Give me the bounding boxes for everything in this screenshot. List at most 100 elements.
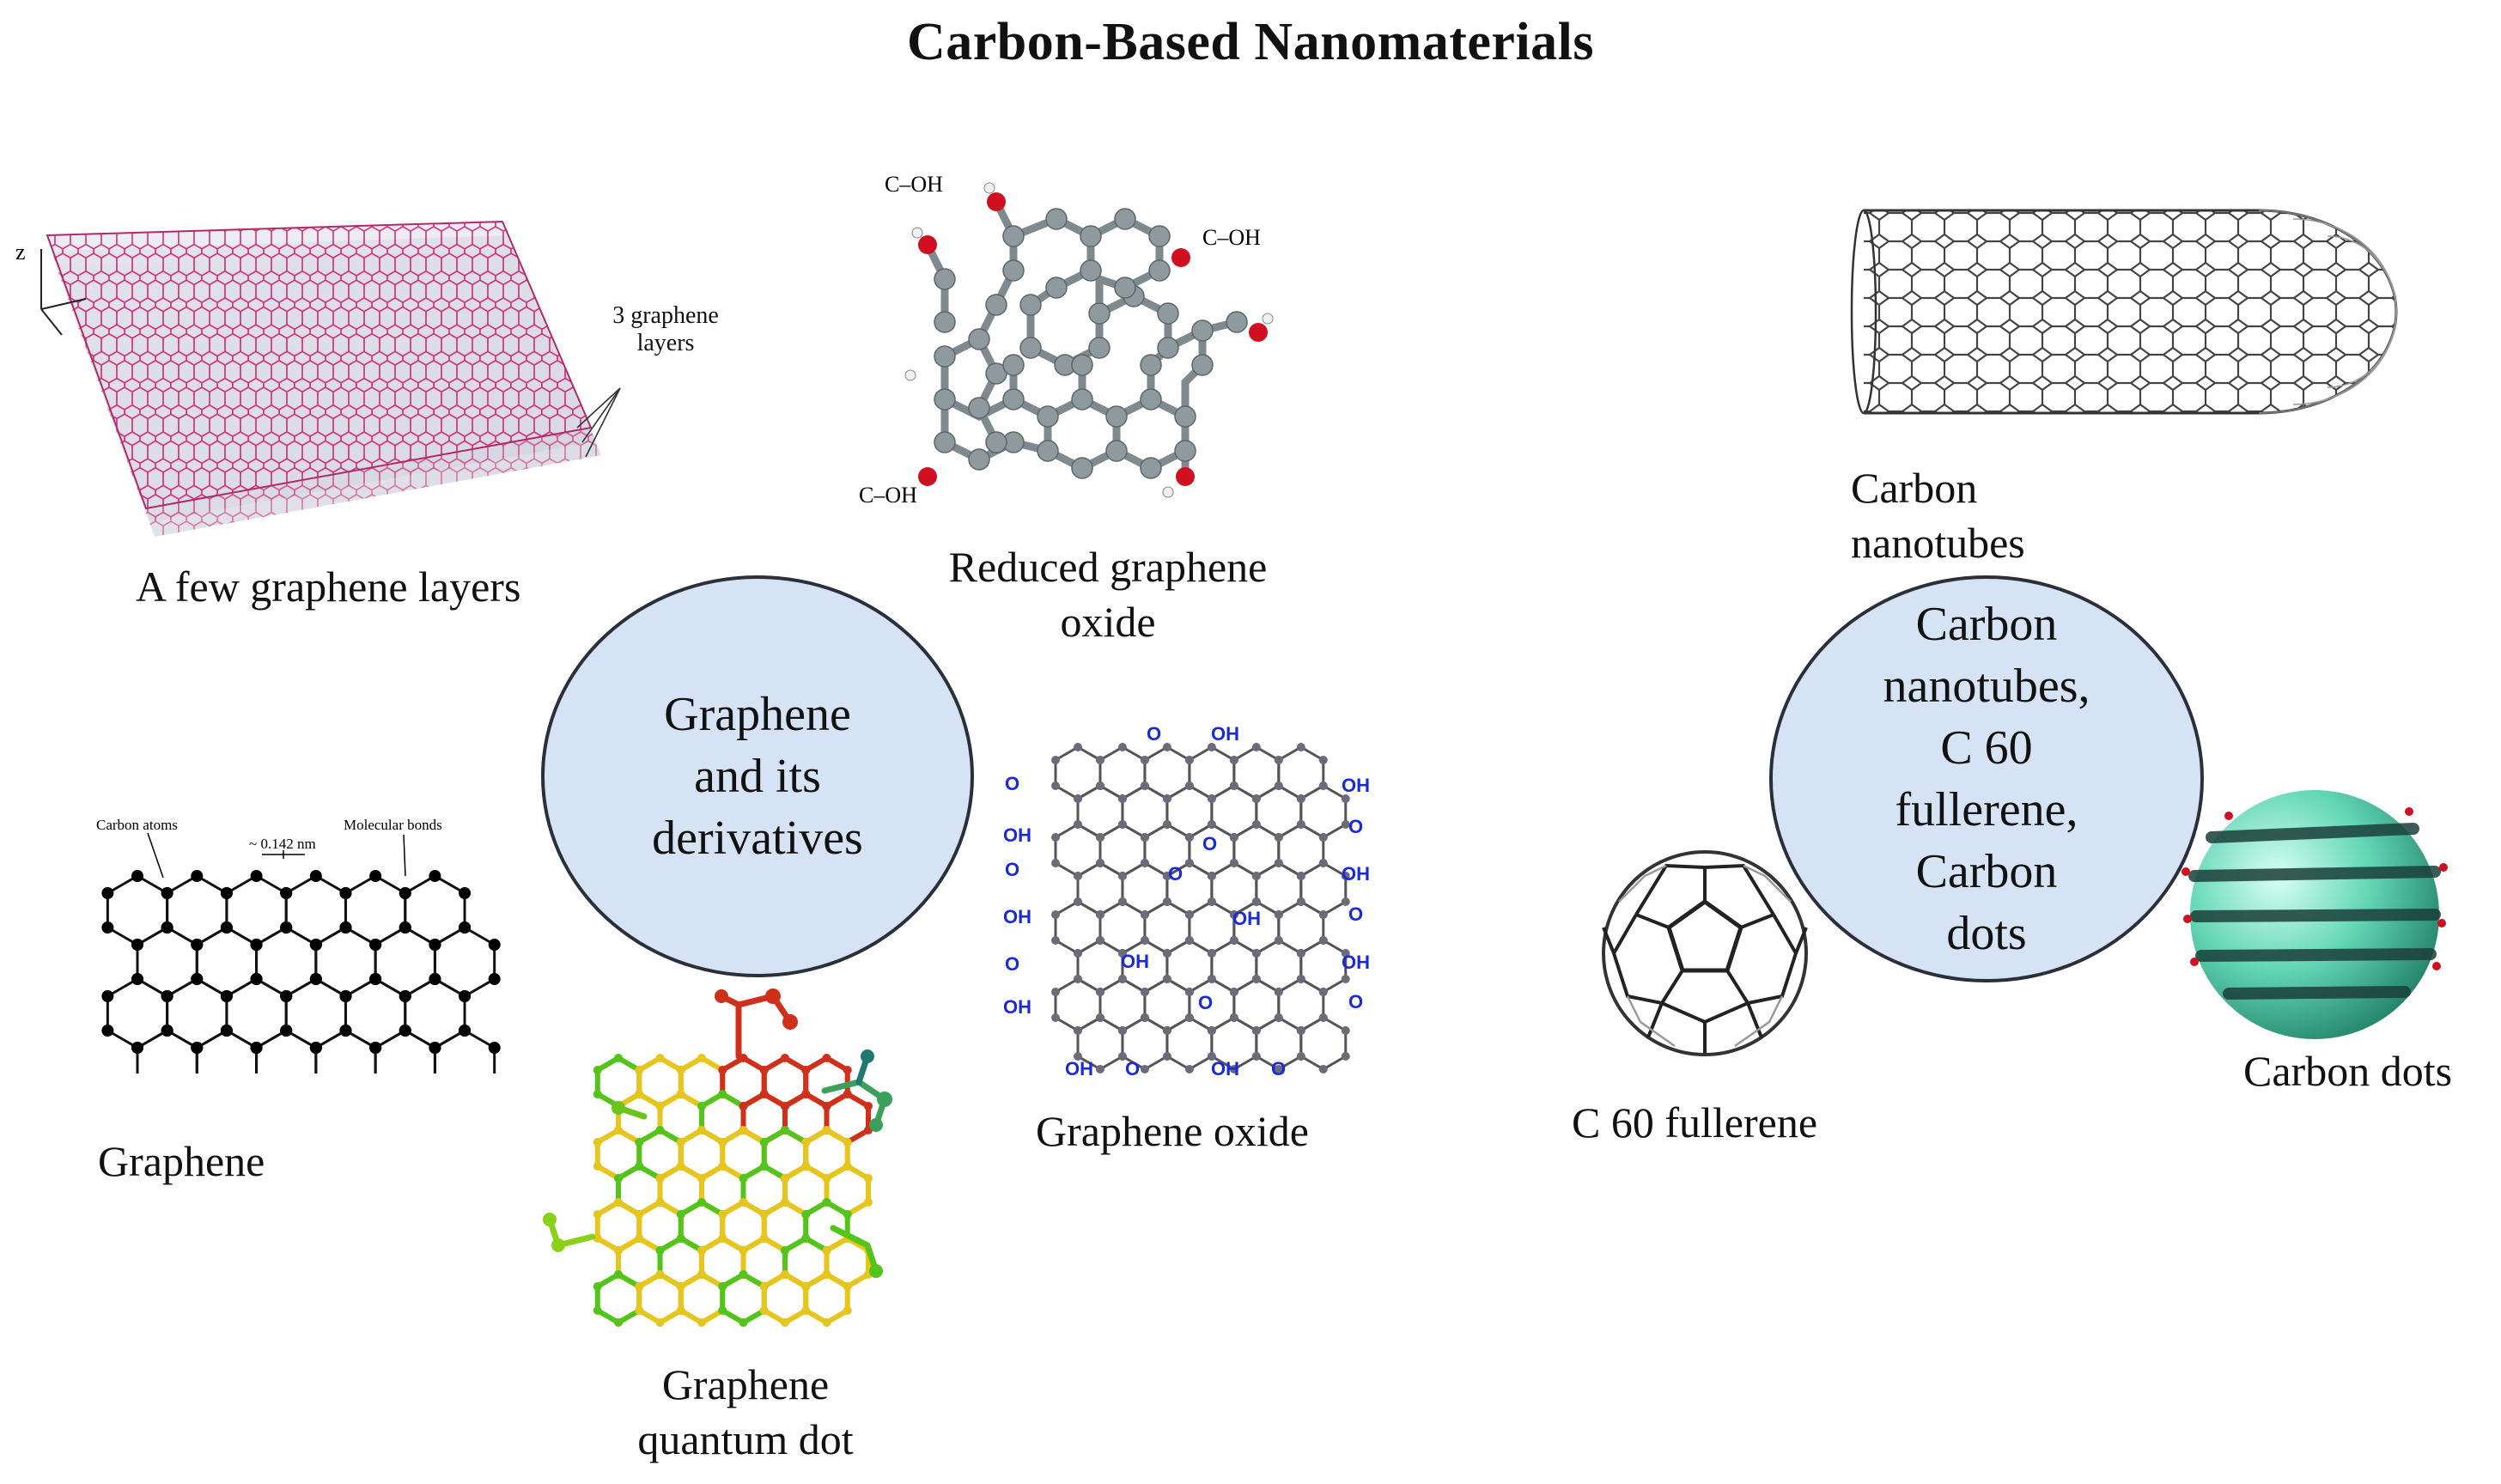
annotation-carbon-atoms: Carbon atoms [96,817,178,833]
carbon-atom [1051,1013,1061,1022]
carbon-atom [1229,1065,1238,1073]
carbon-atom [250,870,263,882]
carbon-atom [843,1162,852,1171]
carbon-atom [739,1198,748,1207]
carbon-atom [1117,949,1127,958]
carbon-atom [1162,820,1171,829]
carbon-atom [822,1198,831,1207]
carbon-atom [1074,975,1082,983]
carbon-atom [759,1162,769,1171]
carbon-atom [780,1246,789,1255]
carbon-atom [1318,910,1328,919]
carbon-atom [655,1174,665,1183]
hex-ring [284,977,347,1049]
carbon-atom [280,1025,293,1037]
hex-ring [433,926,496,998]
go-label-o-bottom-2: O [1271,1058,1286,1080]
carbon-atom [635,1090,644,1098]
carbon-atom [1207,897,1216,906]
carbon-atom [1341,897,1350,906]
hex-ring [404,874,466,946]
carbon-atom [655,1102,665,1110]
go-label-oh-right-3: OH [1342,952,1370,973]
carbon-atom [369,939,382,951]
carbon-atom [635,1066,644,1074]
carbon-atom [780,1102,789,1110]
carbon-atom [1117,743,1127,751]
group-bubble-graphene: Graphene and its derivatives [541,575,974,977]
hex-ring [1299,1016,1348,1071]
carbon-atom [718,1234,727,1243]
carbon-atom [1318,833,1328,842]
go-label-o-bottom-1: O [1125,1058,1140,1080]
go-label-o-top: O [1147,723,1161,745]
carbon-atom [697,1246,706,1255]
carbon-atom [1162,872,1171,880]
carbon-atom [593,1090,602,1098]
carbon-atom [593,1162,602,1171]
carbon-atom [635,1210,644,1219]
hex-ring [255,926,318,998]
carbon-atom [843,1138,852,1146]
carbon-atom [459,887,472,899]
carbon-atom [399,1025,411,1037]
go-label-o-left-1: O [1005,773,1019,794]
carbon-atom [1251,872,1261,880]
carbon-atom [1318,936,1328,945]
hex-ring [284,874,347,946]
carbon-atom [1051,756,1061,764]
carbon-atom [459,1025,472,1037]
hex-ring [761,1271,809,1326]
carbon-atom [801,1162,811,1171]
go-label-o-center-3: O [1198,992,1213,1013]
carbon-atom [780,1054,789,1062]
carbon-atom [635,1234,644,1243]
carbon-atom [1229,756,1238,764]
carbon-atom [1251,949,1261,958]
carbon-atom [822,1126,831,1134]
carbon-atom [1140,988,1149,996]
carbon-atom [801,1306,811,1315]
carbon-atom [1074,949,1082,958]
go-lattice [1051,743,1350,1073]
carbon-atom [1140,1013,1149,1022]
gqd-side-atoms [543,988,892,1278]
carbon-atom [1140,910,1149,919]
carbon-atom [1074,1052,1082,1061]
carbon-atom [1117,975,1127,983]
carbon-atom [1229,782,1238,790]
hex-ring [678,1271,726,1326]
carbon-atom [1274,782,1283,790]
carbon-atom [801,1066,811,1074]
carbon-atom [1074,1026,1082,1035]
carbon-atom [280,990,293,1002]
carbon-atom [369,973,382,985]
rgo-label-coh-top-left: C–OH [885,172,943,197]
carbon-atom [1318,988,1328,996]
go-label-o-right-2: O [1348,903,1363,925]
carbon-atom [339,887,352,899]
carbon-atom [161,921,173,934]
carbon-atom [1162,897,1171,906]
hex-ring [314,1029,377,1073]
carbon-atom [1162,1026,1171,1035]
carbon-atom [1251,975,1261,983]
carbon-atom [676,1234,685,1243]
go-label-oh-right-1: OH [1342,775,1370,796]
carbon-atom [220,990,233,1002]
carbon-atom [614,1246,623,1255]
carbon-atom [739,1270,748,1279]
rgo-label-coh-right: C–OH [1202,225,1261,250]
carbon-atom [1296,743,1305,751]
carbon-atom [1341,820,1350,829]
carbon-atom [801,1234,811,1243]
carbon-atom [614,1198,623,1207]
carbon-atom [863,1174,873,1183]
carbon-atom [1318,782,1328,790]
carbon-atom [822,1174,831,1183]
go-label-oh-left-2: OH [1003,906,1031,928]
carbon-atom [1251,820,1261,829]
go-label-oh-center-1: OH [1232,908,1261,929]
carbon-atom [1229,859,1238,867]
carbon-atom [1162,743,1171,751]
